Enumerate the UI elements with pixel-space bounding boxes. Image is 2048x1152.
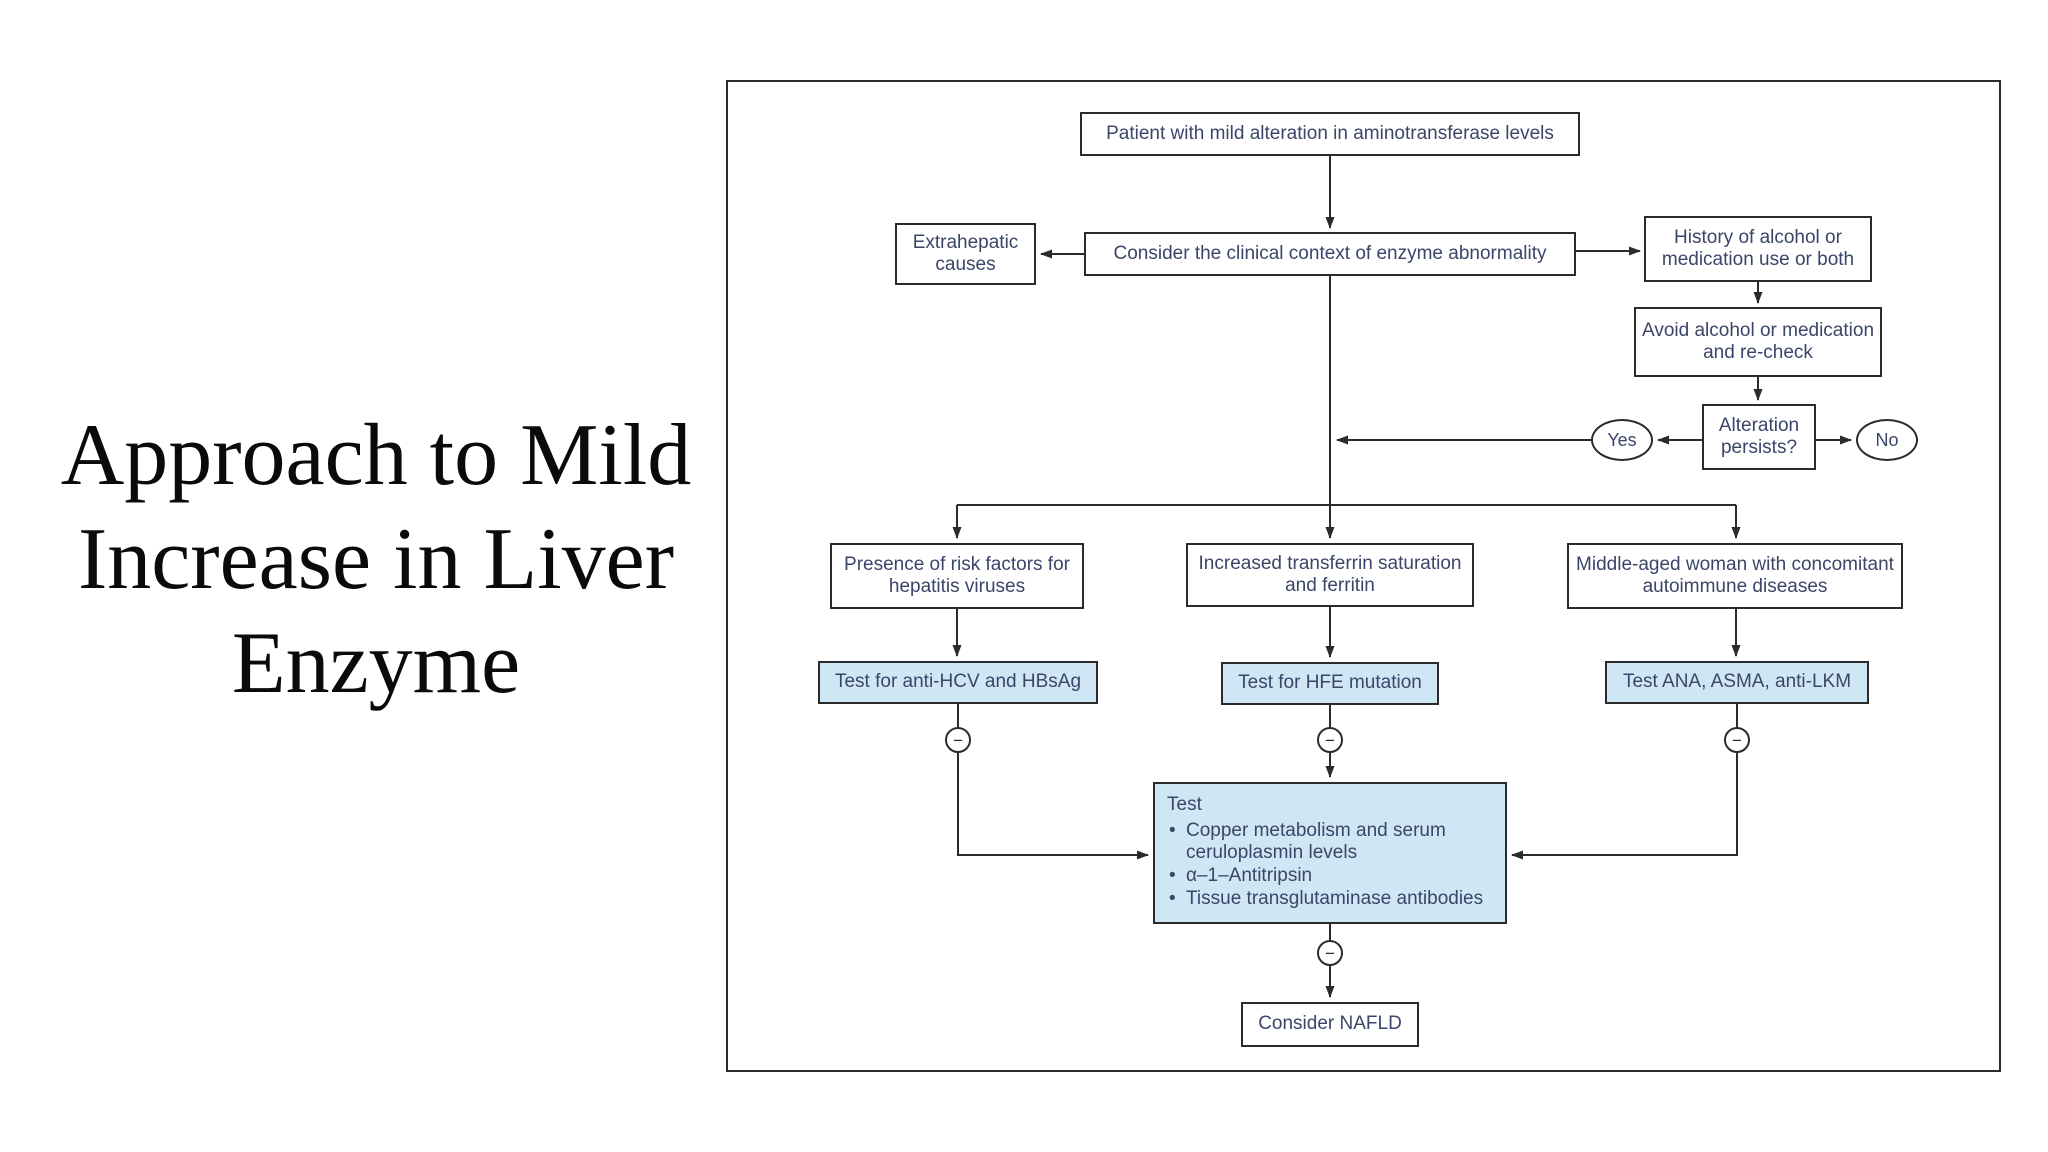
node-avoid-alcohol: Avoid alcohol or medication and re-check (1634, 307, 1882, 377)
node-test-panel: Test Copper metabolism and serum cerulop… (1153, 782, 1507, 924)
test-panel-item: α–1–Antitripsin (1167, 865, 1493, 887)
node-extrahepatic-causes: Extrahepatic causes (895, 223, 1036, 285)
minus-circle-icon: − (1317, 940, 1343, 966)
node-consider-context: Consider the clinical context of enzyme … (1084, 232, 1576, 276)
node-autoimmune: Middle-aged woman with concomitant autoi… (1567, 543, 1903, 609)
minus-sign: − (1732, 730, 1742, 750)
node-test-hfe: Test for HFE mutation (1221, 662, 1439, 705)
node-patient: Patient with mild alteration in aminotra… (1080, 112, 1580, 156)
slide-title: Approach to Mild Increase in Liver Enzym… (30, 404, 722, 715)
test-panel-list: Copper metabolism and serum ceruloplasmi… (1167, 819, 1493, 912)
test-panel-item: Copper metabolism and serum ceruloplasmi… (1167, 820, 1493, 864)
minus-circle-icon: − (945, 727, 971, 753)
no-oval: No (1856, 419, 1918, 461)
yes-oval: Yes (1591, 419, 1653, 461)
slide-title-line: Enzyme (231, 614, 521, 712)
minus-circle-icon: − (1317, 727, 1343, 753)
node-history-alcohol: History of alcohol or medication use or … (1644, 216, 1872, 282)
test-panel-item: Tissue transglutaminase antibodies (1167, 888, 1493, 910)
node-test-ana-asma-lkm: Test ANA, ASMA, anti-LKM (1605, 661, 1869, 704)
minus-sign: − (953, 730, 963, 750)
minus-sign: − (1325, 730, 1335, 750)
slide-title-line: Approach to Mild (60, 407, 692, 504)
node-transferrin: Increased transferrin saturation and fer… (1186, 543, 1474, 607)
test-panel-heading: Test (1167, 794, 1202, 816)
node-hepatitis-risk: Presence of risk factors for hepatitis v… (830, 543, 1084, 609)
node-alteration-persists: Alteration persists? (1702, 404, 1816, 470)
minus-circle-icon: − (1724, 727, 1750, 753)
minus-sign: − (1325, 943, 1335, 963)
node-test-hcv-hbsag: Test for anti-HCV and HBsAg (818, 661, 1098, 704)
node-consider-nafld: Consider NAFLD (1241, 1002, 1419, 1047)
slide-title-line: Increase in Liver (77, 510, 675, 608)
